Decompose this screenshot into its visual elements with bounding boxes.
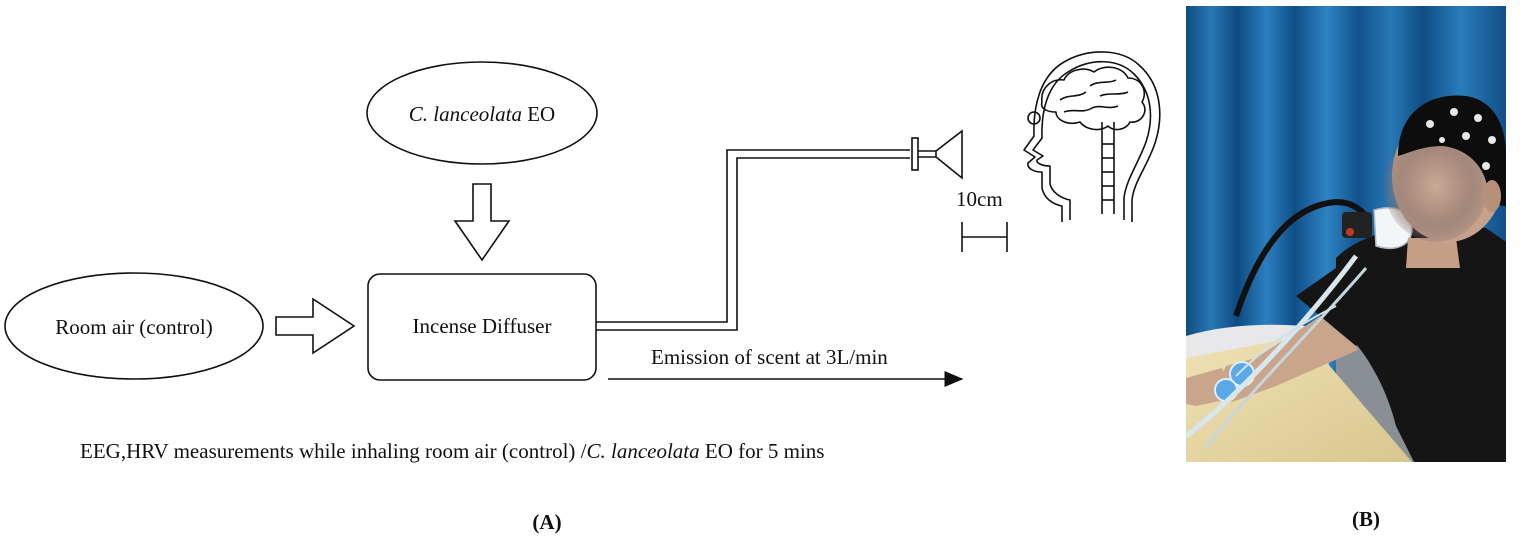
- measurement-caption: EEG,HRV measurements while inhaling room…: [80, 439, 824, 463]
- control-ellipse: [4, 272, 264, 380]
- participant-photo: [1186, 6, 1506, 462]
- nasal-mask-icon: [911, 129, 963, 180]
- right-block-arrow: [275, 297, 356, 355]
- distance-bracket: [961, 222, 1008, 252]
- panel-b-label: (B): [1352, 507, 1380, 531]
- diffuser-label: Incense Diffuser: [413, 314, 552, 338]
- air-tube: [596, 149, 910, 331]
- panel-a-label: (A): [532, 510, 561, 534]
- eo-label: C. lanceolata EO: [409, 102, 555, 126]
- emission-label: Emission of scent at 3L/min: [651, 345, 888, 369]
- distance-label: 10cm: [956, 187, 1003, 211]
- down-block-arrow: [453, 183, 511, 262]
- human-head-brain-icon: [1023, 51, 1161, 222]
- experiment-schematic: C. lanceolata EO Room air (control) Ince…: [4, 51, 1161, 534]
- diffuser-box: [367, 273, 597, 381]
- control-label: Room air (control): [55, 315, 212, 339]
- eo-ellipse: [366, 61, 598, 165]
